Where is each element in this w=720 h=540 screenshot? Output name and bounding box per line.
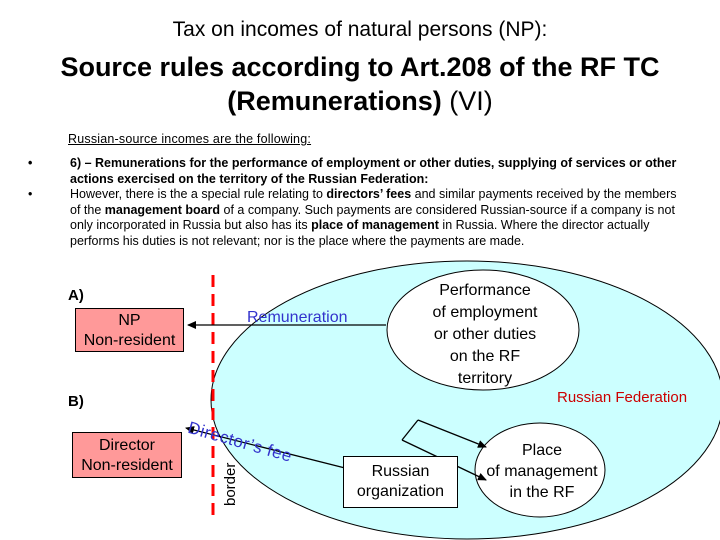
label-line: on the RF [449, 348, 521, 365]
box-line: Director [98, 437, 155, 454]
intro-underlined: Russian-source incomes are the following… [68, 132, 312, 146]
label-line: or other duties [433, 326, 537, 343]
case-a-label: A) [68, 287, 84, 304]
bullet-bold-part: directors’ fees [326, 187, 412, 202]
bullet-item-1: • 6) – Remunerations for the performance… [28, 156, 678, 187]
performance-circle [386, 269, 580, 391]
bullet-bold-part: place of management [311, 218, 439, 233]
intro-text: Russian-source incomes are the following… [68, 132, 311, 146]
box-line: NP [118, 312, 141, 329]
label-line: Place [521, 442, 563, 459]
management-link-arrow [417, 419, 487, 448]
place-of-management-circle [474, 422, 606, 518]
label-line: Performance [439, 282, 531, 299]
performance-label: Performance of employment or other dutie… [397, 280, 573, 390]
title-line-2: Source rules according to Art.208 of the… [60, 52, 660, 82]
director-non-resident-box: Director Non-resident [72, 432, 182, 478]
bullet-item-2: • However, there is the a special rule r… [28, 187, 678, 249]
case-b-label: B) [68, 393, 84, 410]
bullet-text-part: in Russia. Where the director actually p… [70, 218, 650, 248]
directors-fee-arrow [185, 426, 346, 469]
russian-organization-box: Russian organization [343, 456, 458, 508]
bullet-marker: • [28, 187, 33, 202]
bullet-text-part: of a company. Such payments are consider… [70, 202, 675, 233]
box-line: Russian [371, 463, 430, 480]
remuneration-label: Remuneration [247, 309, 348, 326]
bullet-text-part: and similar payments received by the mem… [70, 187, 677, 217]
label-line: of employment [432, 304, 538, 321]
place-of-management-label: Place of management in the RF [477, 440, 607, 503]
bullet-text-1: 6) – Remunerations for the performance o… [70, 156, 677, 186]
management-link-arrow [401, 419, 419, 441]
bullet-list: • 6) – Remunerations for the performance… [28, 156, 678, 250]
box-line: organization [356, 483, 445, 500]
title-line-1: Tax on incomes of natural persons (NP): [172, 18, 548, 41]
bullet-bold-part: management board [104, 202, 221, 217]
np-non-resident-box: NP Non-resident [75, 308, 184, 352]
label-line: territory [457, 370, 513, 387]
title-roman-numeral: (VI) [449, 86, 493, 116]
box-line: Non-resident [81, 457, 173, 474]
bullet-text-part: However, there is the a special rule rel… [70, 187, 327, 202]
bullet-marker: • [28, 156, 33, 170]
label-line: in the RF [509, 484, 575, 501]
russian-federation-label: Russian Federation [557, 389, 688, 406]
title-line-3: (Remunerations) [227, 86, 450, 116]
box-line: Non-resident [83, 332, 176, 349]
label-line: of management [486, 463, 598, 480]
page-title: Source rules according to Art.208 of the… [0, 50, 720, 118]
border-label: border [222, 462, 239, 506]
